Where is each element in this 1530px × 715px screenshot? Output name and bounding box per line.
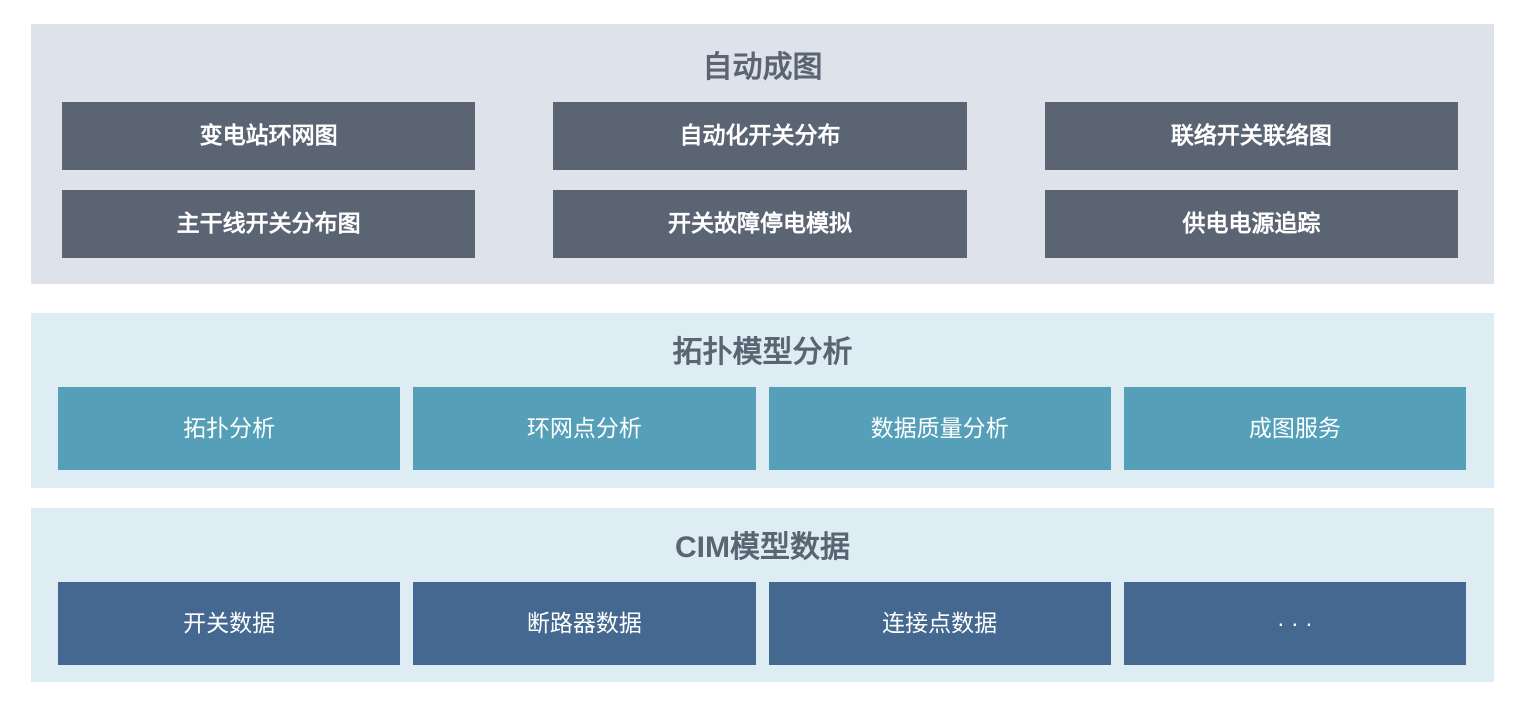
section-title-auto-drawing: 自动成图 bbox=[702, 51, 823, 84]
module-box-data-quality-analysis: 数据质量分析 bbox=[768, 387, 1111, 470]
module-box-connection-point-data: 连接点数据 bbox=[768, 582, 1111, 665]
section-cim-data: CIM模型数据 开关数据 断路器数据 连接点数据 · · · bbox=[31, 508, 1494, 682]
topology-analysis-grid: 拓扑分析 环网点分析 数据质量分析 成图服务 bbox=[58, 387, 1466, 470]
section-title-topology-analysis: 拓扑模型分析 bbox=[672, 336, 853, 369]
module-box-tie-switch-diagram: 联络开关联络图 bbox=[1044, 102, 1458, 170]
cim-data-grid: 开关数据 断路器数据 连接点数据 · · · bbox=[58, 582, 1466, 665]
section-title-cim-data: CIM模型数据 bbox=[675, 531, 850, 564]
module-box-automated-switch-distribution: 自动化开关分布 bbox=[553, 102, 967, 170]
module-box-trunk-switch-distribution-diagram: 主干线开关分布图 bbox=[62, 190, 476, 258]
module-box-power-source-tracing: 供电电源追踪 bbox=[1044, 190, 1458, 258]
module-box-topology-analysis: 拓扑分析 bbox=[58, 387, 401, 470]
module-box-diagram-service: 成图服务 bbox=[1123, 387, 1466, 470]
auto-drawing-grid: 变电站环网图 自动化开关分布 联络开关联络图 主干线开关分布图 开关故障停电模拟… bbox=[62, 102, 1458, 258]
section-topology-analysis: 拓扑模型分析 拓扑分析 环网点分析 数据质量分析 成图服务 bbox=[31, 313, 1494, 488]
module-box-switch-data: 开关数据 bbox=[58, 582, 401, 665]
module-box-substation-ring-diagram: 变电站环网图 bbox=[62, 102, 476, 170]
section-auto-drawing: 自动成图 变电站环网图 自动化开关分布 联络开关联络图 主干线开关分布图 开关故… bbox=[31, 24, 1494, 284]
module-box-switch-fault-outage-simulation: 开关故障停电模拟 bbox=[553, 190, 967, 258]
module-box-ellipsis: · · · bbox=[1123, 582, 1466, 665]
module-box-ring-point-analysis: 环网点分析 bbox=[413, 387, 756, 470]
module-box-breaker-data: 断路器数据 bbox=[413, 582, 756, 665]
